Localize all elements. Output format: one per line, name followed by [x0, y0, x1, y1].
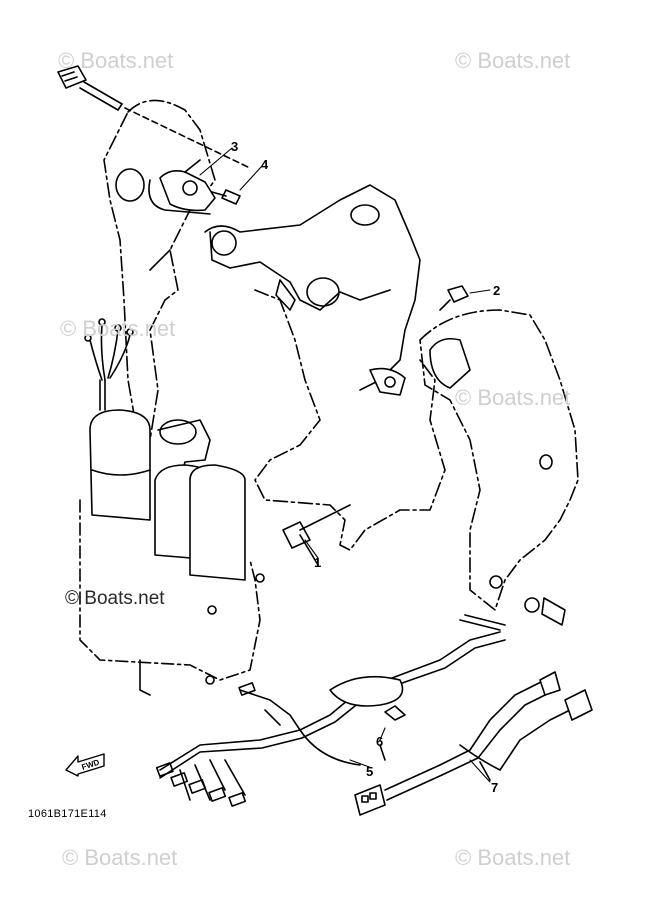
callout-2: 2 — [493, 283, 501, 298]
watermark-mid-left-faint: © Boats.net — [60, 316, 176, 341]
callout-5: 5 — [366, 764, 374, 779]
watermark-mid-left: © Boats.net — [65, 588, 165, 609]
watermark-top-left: © Boats.net — [58, 48, 174, 73]
trim-sensor — [148, 159, 216, 215]
left-clamp-bracket — [103, 99, 216, 441]
clip-2 — [439, 285, 469, 311]
callout-7: 7 — [491, 780, 499, 795]
ptt-leads — [84, 318, 134, 381]
callout-3: 3 — [231, 139, 239, 154]
bolt-1 — [282, 504, 351, 566]
callout-4: 4 — [261, 157, 269, 172]
trim-sensor-connector — [57, 65, 251, 169]
leader-lines — [199, 147, 491, 783]
swivel-bracket — [204, 184, 421, 391]
power-trim-tilt-unit — [79, 379, 265, 696]
right-bolt-washer — [524, 597, 566, 626]
fwd-arrow-icon: FWD — [64, 752, 108, 778]
screw-4 — [211, 189, 241, 205]
harness-7 — [354, 671, 593, 816]
watermark-bottom-left: © Boats.net — [62, 845, 178, 870]
right-clamp-bracket — [419, 309, 579, 611]
wiring-harness-5 — [155, 614, 506, 807]
diagram-code: 1061B171E114 — [28, 808, 107, 820]
callout-1: 1 — [314, 555, 322, 570]
callout-6: 6 — [376, 734, 384, 749]
watermark-top-right: © Boats.net — [455, 48, 571, 73]
tilt-housing — [254, 289, 446, 551]
watermark-bottom-right: © Boats.net — [455, 845, 571, 870]
watermark-mid-right-faint: © Boats.net — [455, 385, 571, 410]
